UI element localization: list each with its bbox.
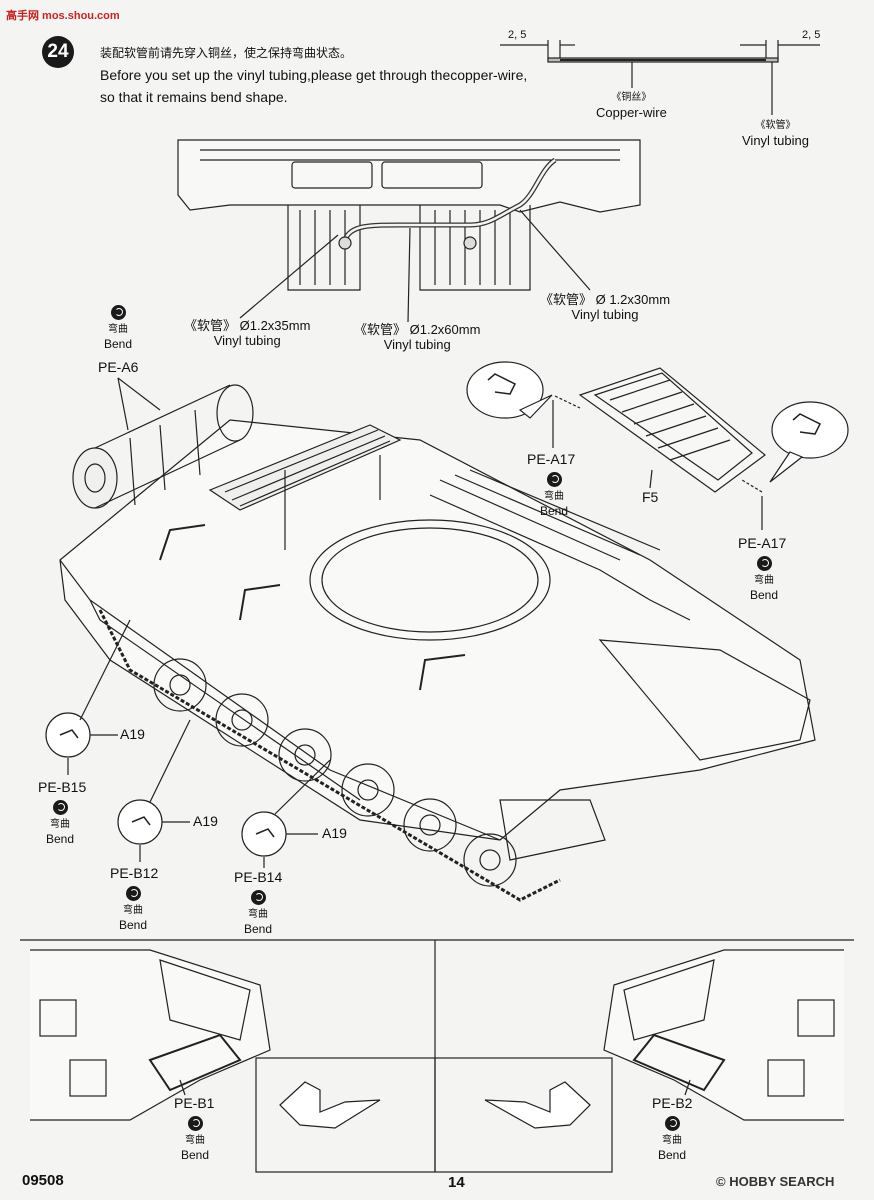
bend-en: Bend [657, 1148, 687, 1162]
tubing-30-label: 《软管》 Ø 1.2x30mm Vinyl tubing [540, 292, 670, 322]
part-pe-b12: PE-B12 [110, 865, 159, 881]
tubing-30-spec: 《软管》 Ø 1.2x30mm [540, 292, 671, 307]
bend-en: Bend [45, 832, 75, 846]
dimension-right: 2, 5 [802, 29, 821, 41]
bend-note-pe-b2: 弯曲 Bend [652, 1116, 692, 1163]
part-pe-b15: PE-B15 [38, 779, 87, 795]
part-f5: F5 [642, 489, 659, 505]
bend-icon [546, 472, 562, 487]
bend-cn: 弯曲 [185, 1135, 205, 1146]
part-pe-b14: PE-B14 [234, 869, 283, 885]
dimension-left: 2, 5 [508, 29, 527, 41]
tubing-60-label: 《软管》 Ø1.2x60mm Vinyl tubing [354, 322, 480, 352]
bend-cn: 弯曲 [108, 324, 128, 335]
tubing-35-spec: 《软管》 Ø1.2x35mm [184, 318, 311, 333]
step-number-badge: 24 [42, 36, 74, 68]
bend-icon [664, 1116, 680, 1131]
part-pe-a17-right: PE-A17 [738, 535, 787, 551]
vinyl-top-cn: 《软管》 [755, 120, 796, 131]
bend-cn: 弯曲 [544, 491, 564, 502]
bend-icon [756, 556, 772, 571]
bend-icon [125, 886, 141, 901]
bend-note-pe-a17-left: 弯曲 Bend [534, 472, 574, 519]
bend-note-pe-b14: 弯曲 Bend [238, 890, 278, 937]
bend-en: Bend [103, 337, 133, 351]
kit-code: 09508 [22, 1172, 64, 1189]
instruction-cn: 装配软管前请先穿入铜丝，使之保持弯曲状态。 [100, 46, 353, 60]
bend-en: Bend [180, 1148, 210, 1162]
part-a19-3: A19 [322, 825, 347, 841]
tubing-60-spec: 《软管》 Ø1.2x60mm [354, 322, 481, 337]
bend-en: Bend [749, 588, 779, 602]
bend-cn: 弯曲 [248, 909, 268, 920]
bend-note-pe-b12: 弯曲 Bend [113, 886, 153, 933]
bend-icon [52, 800, 68, 815]
vinyl-tubing-top-label: 《软管》 Vinyl tubing [742, 118, 809, 148]
bend-note-pe-b15: 弯曲 Bend [40, 800, 80, 847]
bend-en: Bend [243, 922, 273, 936]
part-pe-a6: PE-A6 [98, 359, 139, 375]
instruction-en-line2: so that it remains bend shape. [100, 89, 288, 105]
site-logo-text: 高手网 mos.shou.com [6, 10, 120, 22]
copper-wire-cn: 《铜丝》 [611, 92, 652, 103]
part-pe-a17-left: PE-A17 [527, 451, 576, 467]
bend-note-pe-a17-right: 弯曲 Bend [744, 556, 784, 603]
tubing-60-en: Vinyl tubing [383, 337, 451, 352]
bend-note-pe-b1: 弯曲 Bend [175, 1116, 215, 1163]
copper-wire-en: Copper-wire [596, 105, 667, 120]
bend-icon [250, 890, 266, 905]
bend-cn: 弯曲 [123, 905, 143, 916]
part-a19-1: A19 [120, 726, 145, 742]
vinyl-top-en: Vinyl tubing [742, 133, 809, 148]
bend-cn: 弯曲 [754, 575, 774, 586]
tubing-30-en: Vinyl tubing [571, 307, 639, 322]
instruction-en-line1: Before you set up the vinyl tubing,pleas… [100, 67, 528, 83]
bend-cn: 弯曲 [50, 819, 70, 830]
bend-note-pe-a6: 弯曲 Bend [102, 305, 134, 352]
bend-en: Bend [539, 504, 569, 518]
watermark: © HOBBY SEARCH [716, 1174, 835, 1189]
page-number: 14 [448, 1174, 465, 1191]
site-logo: 高手网 mos.shou.com [6, 6, 120, 24]
copper-wire-label: 《铜丝》 Copper-wire [596, 90, 667, 120]
tubing-35-en: Vinyl tubing [213, 333, 281, 348]
part-pe-b2: PE-B2 [652, 1095, 693, 1111]
bend-icon [187, 1116, 203, 1131]
bend-en: Bend [118, 918, 148, 932]
bend-cn: 弯曲 [662, 1135, 682, 1146]
part-a19-2: A19 [193, 813, 218, 829]
tubing-35-label: 《软管》 Ø1.2x35mm Vinyl tubing [184, 318, 310, 348]
bend-icon [110, 305, 126, 320]
part-pe-b1: PE-B1 [174, 1095, 215, 1111]
